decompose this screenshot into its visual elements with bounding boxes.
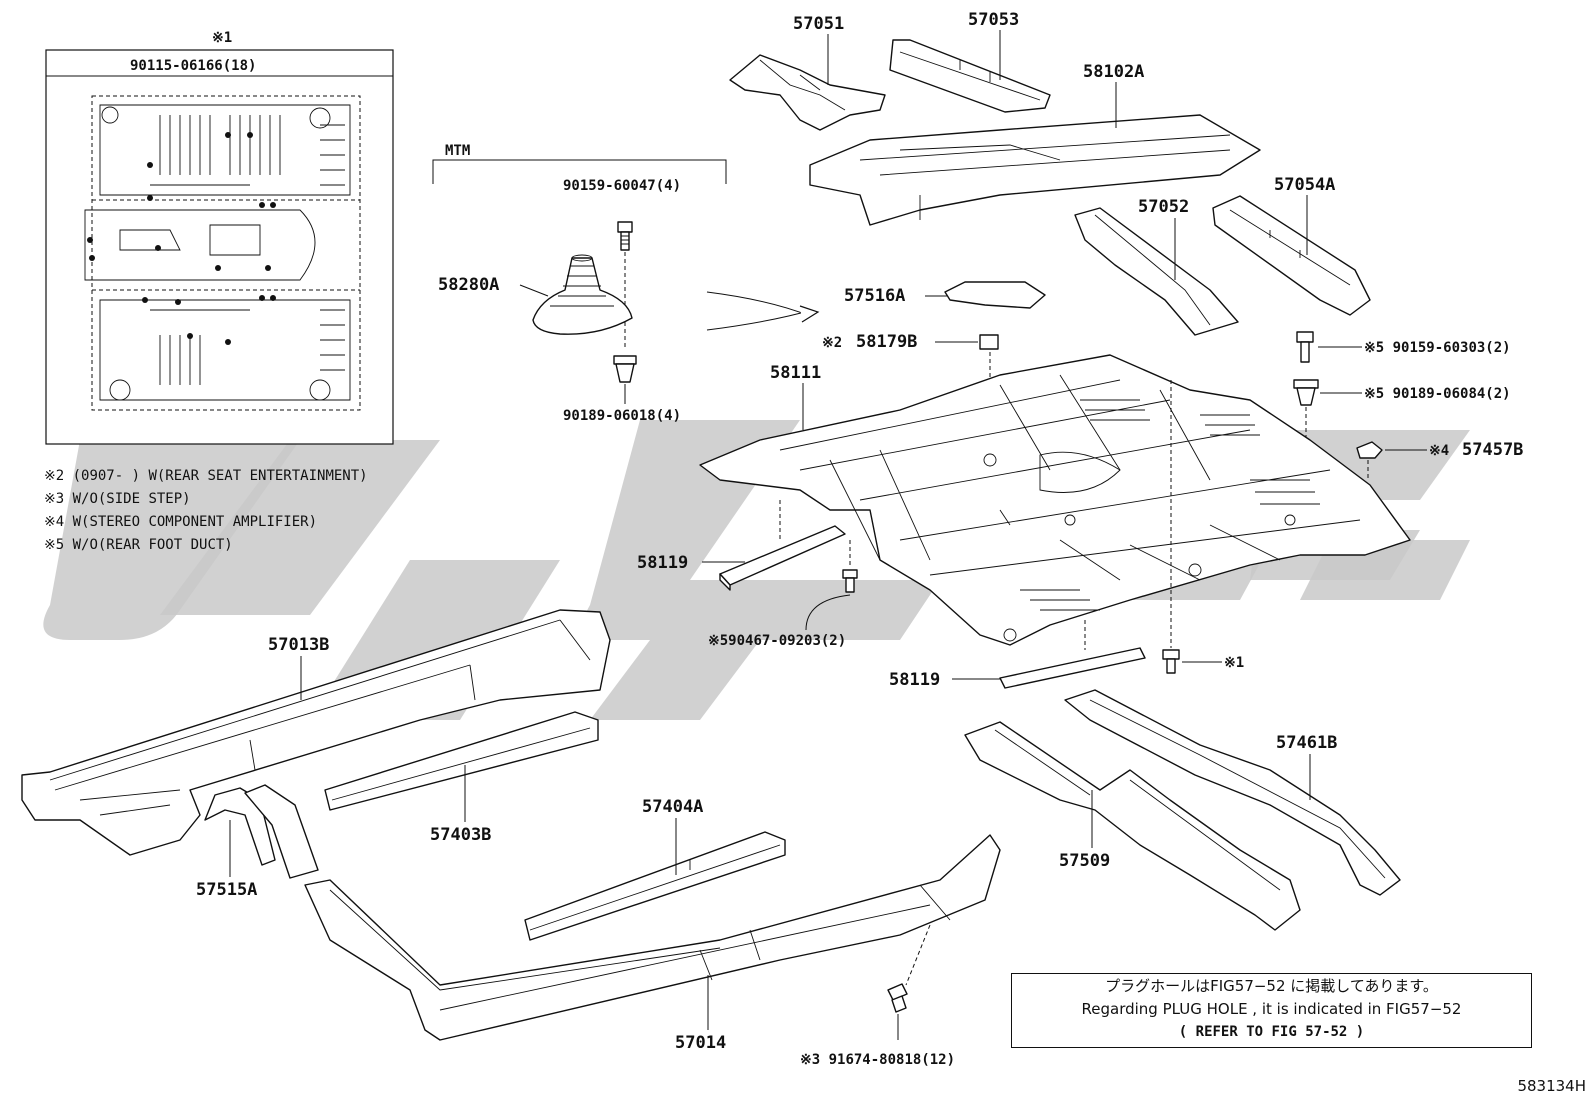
label-91674-80818: ※3 91674-80818(12) bbox=[800, 1052, 955, 1068]
inset-floor-drawing bbox=[84, 95, 361, 411]
label-57052: 57052 bbox=[1138, 197, 1189, 217]
label-57014: 57014 bbox=[675, 1033, 726, 1053]
note-4: ※4 W(STEREO COMPONENT AMPLIFIER) bbox=[44, 514, 317, 530]
member-57509[interactable] bbox=[964, 721, 1301, 931]
inset-mark: ※1 bbox=[212, 30, 232, 46]
wheelhouse-57515A[interactable] bbox=[204, 784, 319, 879]
clip-90189-06084[interactable] bbox=[1293, 379, 1319, 406]
label-90189-06084: ※5 90189-06084(2) bbox=[1364, 386, 1511, 402]
label-58111: 58111 bbox=[770, 363, 821, 383]
note-5: ※5 W/O(REAR FOOT DUCT) bbox=[44, 537, 233, 553]
label-58179B: 58179B bbox=[856, 332, 917, 352]
label-58119-upper: 58119 bbox=[637, 553, 688, 573]
sill-57403B[interactable] bbox=[324, 711, 599, 811]
figure-id: 583134H bbox=[1517, 1077, 1586, 1095]
label-90159-60303: ※5 90159-60303(2) bbox=[1364, 340, 1511, 356]
label-90159-60047: 90159-60047(4) bbox=[563, 178, 681, 194]
bolt-mark-1[interactable] bbox=[1162, 649, 1180, 674]
label-57516A: 57516A bbox=[844, 286, 905, 306]
label-57013B: 57013B bbox=[268, 635, 329, 655]
label-57509: 57509 bbox=[1059, 851, 1110, 871]
mtm-label: MTM bbox=[445, 143, 470, 159]
label-90467-09203: ※590467-09203(2) bbox=[708, 633, 846, 649]
part-57051[interactable] bbox=[729, 54, 886, 131]
part-57516A[interactable] bbox=[944, 281, 1046, 309]
bolt-90467-09203[interactable] bbox=[842, 569, 858, 593]
part-57052[interactable] bbox=[1074, 207, 1239, 336]
label-58102A: 58102A bbox=[1083, 62, 1144, 82]
notes: ※2 (0907- ) W(REAR SEAT ENTERTAINMENT) ※… bbox=[44, 468, 368, 553]
inset-part-number: 90115-06166(18) bbox=[130, 58, 256, 74]
bolt-91674-80818[interactable] bbox=[887, 983, 908, 1013]
notice-box: プラグホールはFIG57−52 に掲載してあります。 Regarding PLU… bbox=[1011, 973, 1532, 1048]
bolt-90159-60047[interactable] bbox=[617, 221, 633, 251]
bracket-57457B[interactable] bbox=[1356, 441, 1383, 459]
label-57457B: 57457B bbox=[1462, 440, 1523, 460]
label-58119-lower: 58119 bbox=[889, 670, 940, 690]
mark-58179B: ※2 bbox=[822, 335, 842, 351]
floor-pan-58111[interactable] bbox=[699, 354, 1411, 646]
label-57404A: 57404A bbox=[642, 797, 703, 817]
shift-boot-58280A[interactable] bbox=[532, 254, 633, 335]
label-58280A: 58280A bbox=[438, 275, 499, 295]
note-2: ※2 (0907- ) W(REAR SEAT ENTERTAINMENT) bbox=[44, 468, 368, 484]
label-90189-06018: 90189-06018(4) bbox=[563, 408, 681, 424]
label-57403B: 57403B bbox=[430, 825, 491, 845]
part-58102A[interactable] bbox=[809, 114, 1261, 226]
notice-refer-link[interactable]: ( REFER TO FIG 57-52 ) bbox=[1178, 1024, 1365, 1040]
label-57515A: 57515A bbox=[196, 880, 257, 900]
label-57053: 57053 bbox=[968, 10, 1019, 30]
inset-box: ※1 90115-06166(18) bbox=[45, 30, 394, 445]
notice-line-english: Regarding PLUG HOLE , it is indicated in… bbox=[1081, 1000, 1462, 1018]
part-57054A[interactable] bbox=[1212, 195, 1371, 316]
note-3: ※3 W/O(SIDE STEP) bbox=[44, 491, 191, 507]
sill-57013B[interactable] bbox=[21, 609, 611, 856]
mark-57457B: ※4 bbox=[1429, 443, 1449, 459]
label-57051: 57051 bbox=[793, 14, 844, 34]
label-57054A: 57054A bbox=[1274, 175, 1335, 195]
bracket-58179B[interactable] bbox=[979, 334, 999, 350]
notice-line-japanese: プラグホールはFIG57−52 に掲載してあります。 bbox=[1105, 977, 1438, 995]
sill-57404A[interactable] bbox=[524, 831, 786, 941]
sill-57014[interactable] bbox=[304, 834, 1001, 1041]
bolt-90159-60303[interactable] bbox=[1296, 331, 1314, 363]
clip-90189-06018[interactable] bbox=[613, 355, 637, 383]
member-57461B[interactable] bbox=[1064, 689, 1401, 896]
label-mark-1: ※1 bbox=[1224, 655, 1244, 671]
direction-arrow bbox=[706, 291, 811, 317]
label-57461B: 57461B bbox=[1276, 733, 1337, 753]
bar-58119-upper[interactable] bbox=[719, 525, 846, 591]
mtm-group: MTM 90159-60047(4) 58280A 90189-06018(4) bbox=[432, 143, 820, 424]
part-57053[interactable] bbox=[889, 39, 1051, 113]
bar-58119-lower[interactable] bbox=[999, 647, 1146, 689]
